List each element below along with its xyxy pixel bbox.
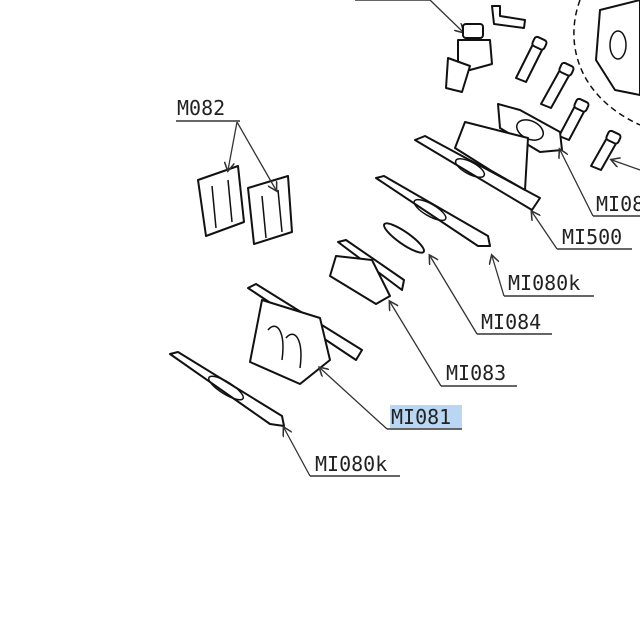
bolt-parts xyxy=(515,35,640,171)
top-leader-line xyxy=(355,0,463,32)
leader-lines xyxy=(176,120,640,477)
injector-part xyxy=(445,23,493,93)
selection-highlight xyxy=(390,405,462,428)
label-m082[interactable]: M082 xyxy=(177,96,225,120)
label-mi080k-top[interactable]: MI080k xyxy=(508,271,580,295)
o-ring-part xyxy=(383,222,425,254)
label-mi080k-bottom[interactable]: MI080k xyxy=(315,452,387,476)
gasket-lower-part xyxy=(169,351,285,427)
label-mi081[interactable]: MI081 xyxy=(391,405,451,429)
reed-block-small-part xyxy=(329,239,405,305)
label-mi08-cut[interactable]: MI08 xyxy=(596,192,640,216)
label-mi084[interactable]: MI084 xyxy=(481,310,541,334)
bracket-part xyxy=(491,5,526,29)
intake-manifold-part xyxy=(414,121,541,211)
reed-petal-right xyxy=(247,175,293,245)
reed-petal-left xyxy=(197,165,245,237)
label-mi083[interactable]: MI083 xyxy=(446,361,506,385)
cylinder-part xyxy=(573,0,640,126)
reed-valve-part xyxy=(247,283,363,385)
label-mi500[interactable]: MI500 xyxy=(562,225,622,249)
gasket-upper-part xyxy=(375,175,491,247)
